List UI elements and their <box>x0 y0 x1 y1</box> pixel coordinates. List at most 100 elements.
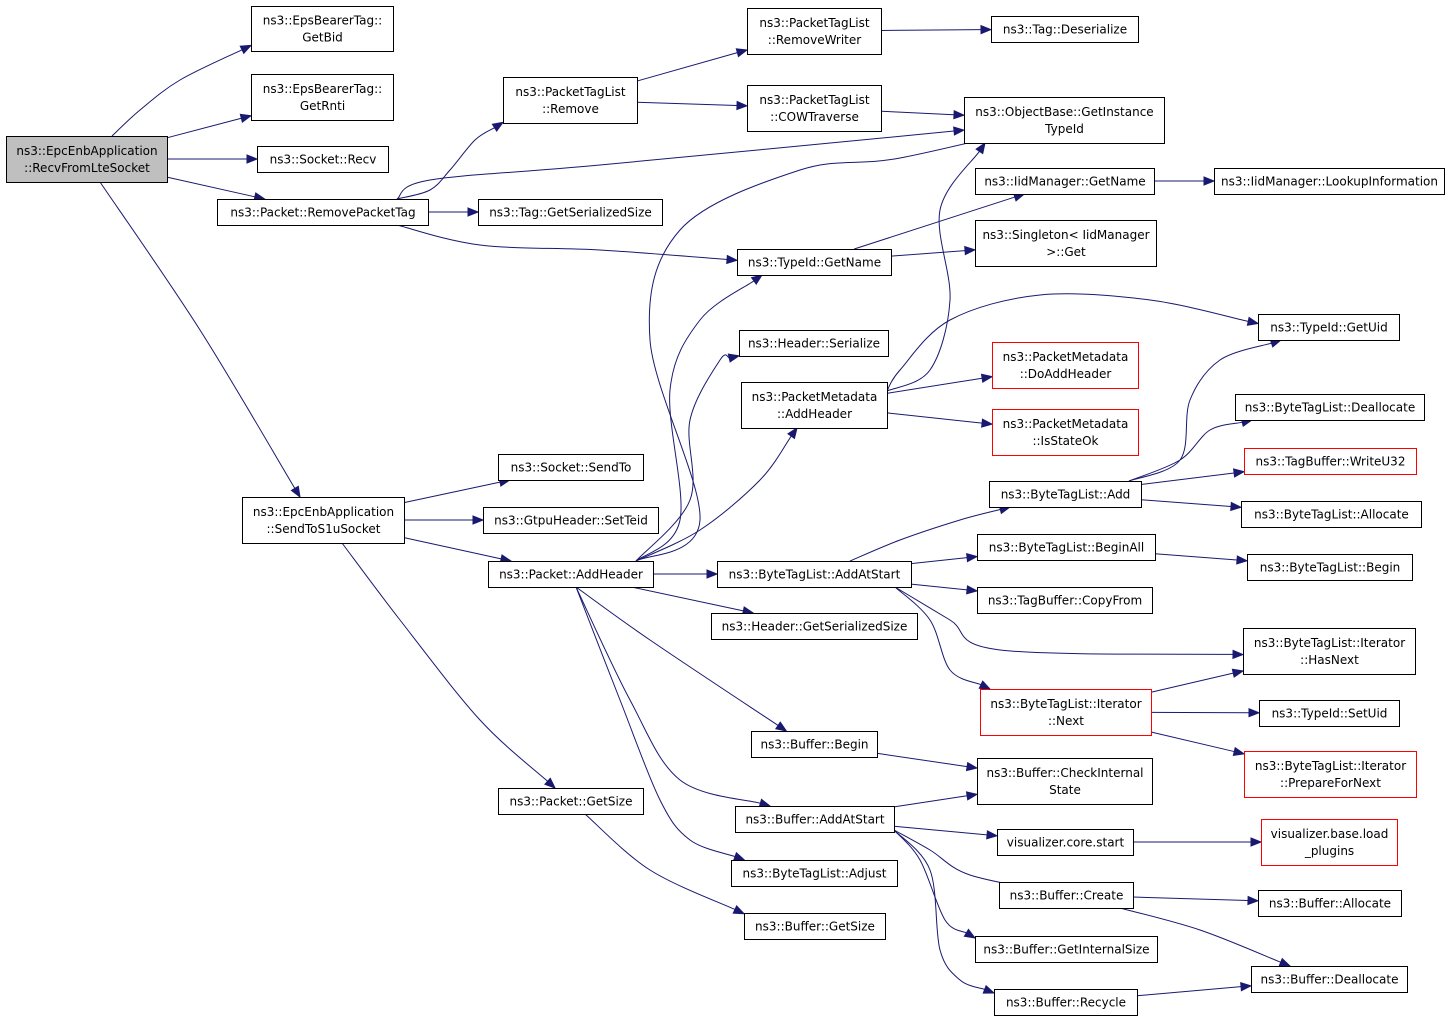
node-box-socketRecv[interactable] <box>257 146 389 173</box>
node-box-ptlRemoveWriter[interactable] <box>747 8 882 55</box>
node-box-btlBegin[interactable] <box>1247 554 1413 581</box>
node-box-tbCopyFrom[interactable] <box>977 587 1153 614</box>
node-bufferAddAtStart[interactable]: ns3::Buffer::AddAtStart <box>735 806 895 833</box>
node-box-getInstanceTypeId[interactable] <box>964 97 1165 144</box>
node-box-btlIterHasNext[interactable] <box>1243 628 1416 675</box>
node-box-iidGetName[interactable] <box>975 168 1155 195</box>
node-box-btlIterPrepare[interactable] <box>1244 751 1417 798</box>
node-iidLookup[interactable]: ns3::IidManager::LookupInformation <box>1214 168 1445 195</box>
node-box-headerSerialize[interactable] <box>739 330 889 357</box>
node-box-btlDeallocate[interactable] <box>1235 394 1425 421</box>
node-btlAdd[interactable]: ns3::ByteTagList::Add <box>989 481 1142 508</box>
node-tagDeserialize[interactable]: ns3::Tag::Deserialize <box>991 16 1139 43</box>
node-box-typeIdGetUid[interactable] <box>1258 314 1400 341</box>
node-getBid[interactable]: ns3::EpsBearerTag::GetBid <box>251 6 394 52</box>
node-typeIdSetUid[interactable]: ns3::TypeId::SetUid <box>1259 700 1400 727</box>
node-box-pmDoAddHeader[interactable] <box>992 342 1139 389</box>
node-tbCopyFrom[interactable]: ns3::TagBuffer::CopyFrom <box>977 587 1153 614</box>
node-btlIterNext[interactable]: ns3::ByteTagList::Iterator::Next <box>980 689 1152 736</box>
node-btlAddAtStart[interactable]: ns3::ByteTagList::AddAtStart <box>717 561 912 588</box>
node-box-bufferCreate[interactable] <box>999 882 1134 909</box>
node-box-singletonGet[interactable] <box>975 220 1157 267</box>
node-typeIdGetUid[interactable]: ns3::TypeId::GetUid <box>1258 314 1400 341</box>
node-box-removePacketTag[interactable] <box>217 199 429 226</box>
node-bufferGetInternalSize[interactable]: ns3::Buffer::GetInternalSize <box>975 936 1158 963</box>
node-box-bufferAddAtStart[interactable] <box>735 806 895 833</box>
node-recvFromLte[interactable]: ns3::EpcEnbApplication::RecvFromLteSocke… <box>6 136 168 183</box>
node-iidGetName[interactable]: ns3::IidManager::GetName <box>975 168 1155 195</box>
node-headerGetSerializedSize[interactable]: ns3::Header::GetSerializedSize <box>711 613 918 640</box>
node-box-btlAdd[interactable] <box>989 481 1142 508</box>
node-box-typeIdSetUid[interactable] <box>1259 700 1400 727</box>
node-btlIterHasNext[interactable]: ns3::ByteTagList::Iterator::HasNext <box>1243 628 1416 675</box>
node-box-sendToS1u[interactable] <box>242 497 405 544</box>
node-box-bufferBegin[interactable] <box>751 731 878 758</box>
node-btlAllocate[interactable]: ns3::ByteTagList::Allocate <box>1241 501 1422 528</box>
node-headerSerialize[interactable]: ns3::Header::Serialize <box>739 330 889 357</box>
node-packetGetSize[interactable]: ns3::Packet::GetSize <box>498 788 644 815</box>
node-packetAddHeader[interactable]: ns3::Packet::AddHeader <box>488 561 654 588</box>
node-box-socketSendTo[interactable] <box>498 454 644 481</box>
node-visualizerCoreStart[interactable]: visualizer.core.start <box>997 829 1134 856</box>
node-box-bufferAllocate[interactable] <box>1258 890 1402 917</box>
node-pmDoAddHeader[interactable]: ns3::PacketMetadata::DoAddHeader <box>992 342 1139 389</box>
node-box-btlAdjust[interactable] <box>731 860 898 887</box>
node-box-ptlCow[interactable] <box>747 85 882 132</box>
node-box-bufferRecycle[interactable] <box>994 989 1138 1016</box>
node-box-btlBeginAll[interactable] <box>977 534 1156 561</box>
node-btlDeallocate[interactable]: ns3::ByteTagList::Deallocate <box>1235 394 1425 421</box>
node-typeIdGetName[interactable]: ns3::TypeId::GetName <box>737 249 892 276</box>
node-box-packetAddHeader[interactable] <box>488 561 654 588</box>
node-box-visualizerLoadPlugins[interactable] <box>1261 819 1398 866</box>
node-singletonGet[interactable]: ns3::Singleton< IidManager>::Get <box>975 220 1157 267</box>
node-box-bufferDeallocate[interactable] <box>1251 966 1408 993</box>
node-box-pmIsStateOk[interactable] <box>992 409 1139 456</box>
node-gtpuSetTeid[interactable]: ns3::GtpuHeader::SetTeid <box>483 507 659 534</box>
node-box-visualizerCoreStart[interactable] <box>997 829 1134 856</box>
node-bufferRecycle[interactable]: ns3::Buffer::Recycle <box>994 989 1138 1016</box>
node-bufferBegin[interactable]: ns3::Buffer::Begin <box>751 731 878 758</box>
node-bufferDeallocate[interactable]: ns3::Buffer::Deallocate <box>1251 966 1408 993</box>
node-box-tagGetSerializedSize[interactable] <box>478 199 663 226</box>
node-box-recvFromLte[interactable] <box>6 136 168 183</box>
node-visualizerLoadPlugins[interactable]: visualizer.base.load_plugins <box>1261 819 1398 866</box>
node-box-pmAddHeader[interactable] <box>741 382 888 429</box>
node-btlIterPrepare[interactable]: ns3::ByteTagList::Iterator::PrepareForNe… <box>1244 751 1417 798</box>
node-bufferGetSize[interactable]: ns3::Buffer::GetSize <box>744 913 886 940</box>
node-btlBeginAll[interactable]: ns3::ByteTagList::BeginAll <box>977 534 1156 561</box>
node-pmAddHeader[interactable]: ns3::PacketMetadata::AddHeader <box>741 382 888 429</box>
node-box-btlAllocate[interactable] <box>1241 501 1422 528</box>
node-tbWriteU32[interactable]: ns3::TagBuffer::WriteU32 <box>1244 448 1417 475</box>
node-box-gtpuSetTeid[interactable] <box>483 507 659 534</box>
node-box-ptlRemove[interactable] <box>503 77 638 124</box>
node-removePacketTag[interactable]: ns3::Packet::RemovePacketTag <box>217 199 429 226</box>
node-ptlCow[interactable]: ns3::PacketTagList::COWTraverse <box>747 85 882 132</box>
node-sendToS1u[interactable]: ns3::EpcEnbApplication::SendToS1uSocket <box>242 497 405 544</box>
node-box-bufferGetSize[interactable] <box>744 913 886 940</box>
node-btlAdjust[interactable]: ns3::ByteTagList::Adjust <box>731 860 898 887</box>
node-ptlRemove[interactable]: ns3::PacketTagList::Remove <box>503 77 638 124</box>
node-box-bufferCheckInternal[interactable] <box>977 758 1153 805</box>
node-box-packetGetSize[interactable] <box>498 788 644 815</box>
node-tagGetSerializedSize[interactable]: ns3::Tag::GetSerializedSize <box>478 199 663 226</box>
node-bufferAllocate[interactable]: ns3::Buffer::Allocate <box>1258 890 1402 917</box>
node-box-tagDeserialize[interactable] <box>991 16 1139 43</box>
node-box-typeIdGetName[interactable] <box>737 249 892 276</box>
node-box-headerGetSerializedSize[interactable] <box>711 613 918 640</box>
node-box-btlIterNext[interactable] <box>980 689 1152 736</box>
node-socketRecv[interactable]: ns3::Socket::Recv <box>257 146 389 173</box>
node-getRnti[interactable]: ns3::EpsBearerTag::GetRnti <box>251 74 394 121</box>
node-box-iidLookup[interactable] <box>1214 168 1445 195</box>
node-ptlRemoveWriter[interactable]: ns3::PacketTagList::RemoveWriter <box>747 8 882 55</box>
node-btlBegin[interactable]: ns3::ByteTagList::Begin <box>1247 554 1413 581</box>
node-box-tbWriteU32[interactable] <box>1244 448 1417 475</box>
node-box-getBid[interactable] <box>251 6 394 52</box>
node-box-getRnti[interactable] <box>251 74 394 121</box>
node-bufferCreate[interactable]: ns3::Buffer::Create <box>999 882 1134 909</box>
node-box-bufferGetInternalSize[interactable] <box>975 936 1158 963</box>
node-pmIsStateOk[interactable]: ns3::PacketMetadata::IsStateOk <box>992 409 1139 456</box>
node-box-btlAddAtStart[interactable] <box>717 561 912 588</box>
node-socketSendTo[interactable]: ns3::Socket::SendTo <box>498 454 644 481</box>
